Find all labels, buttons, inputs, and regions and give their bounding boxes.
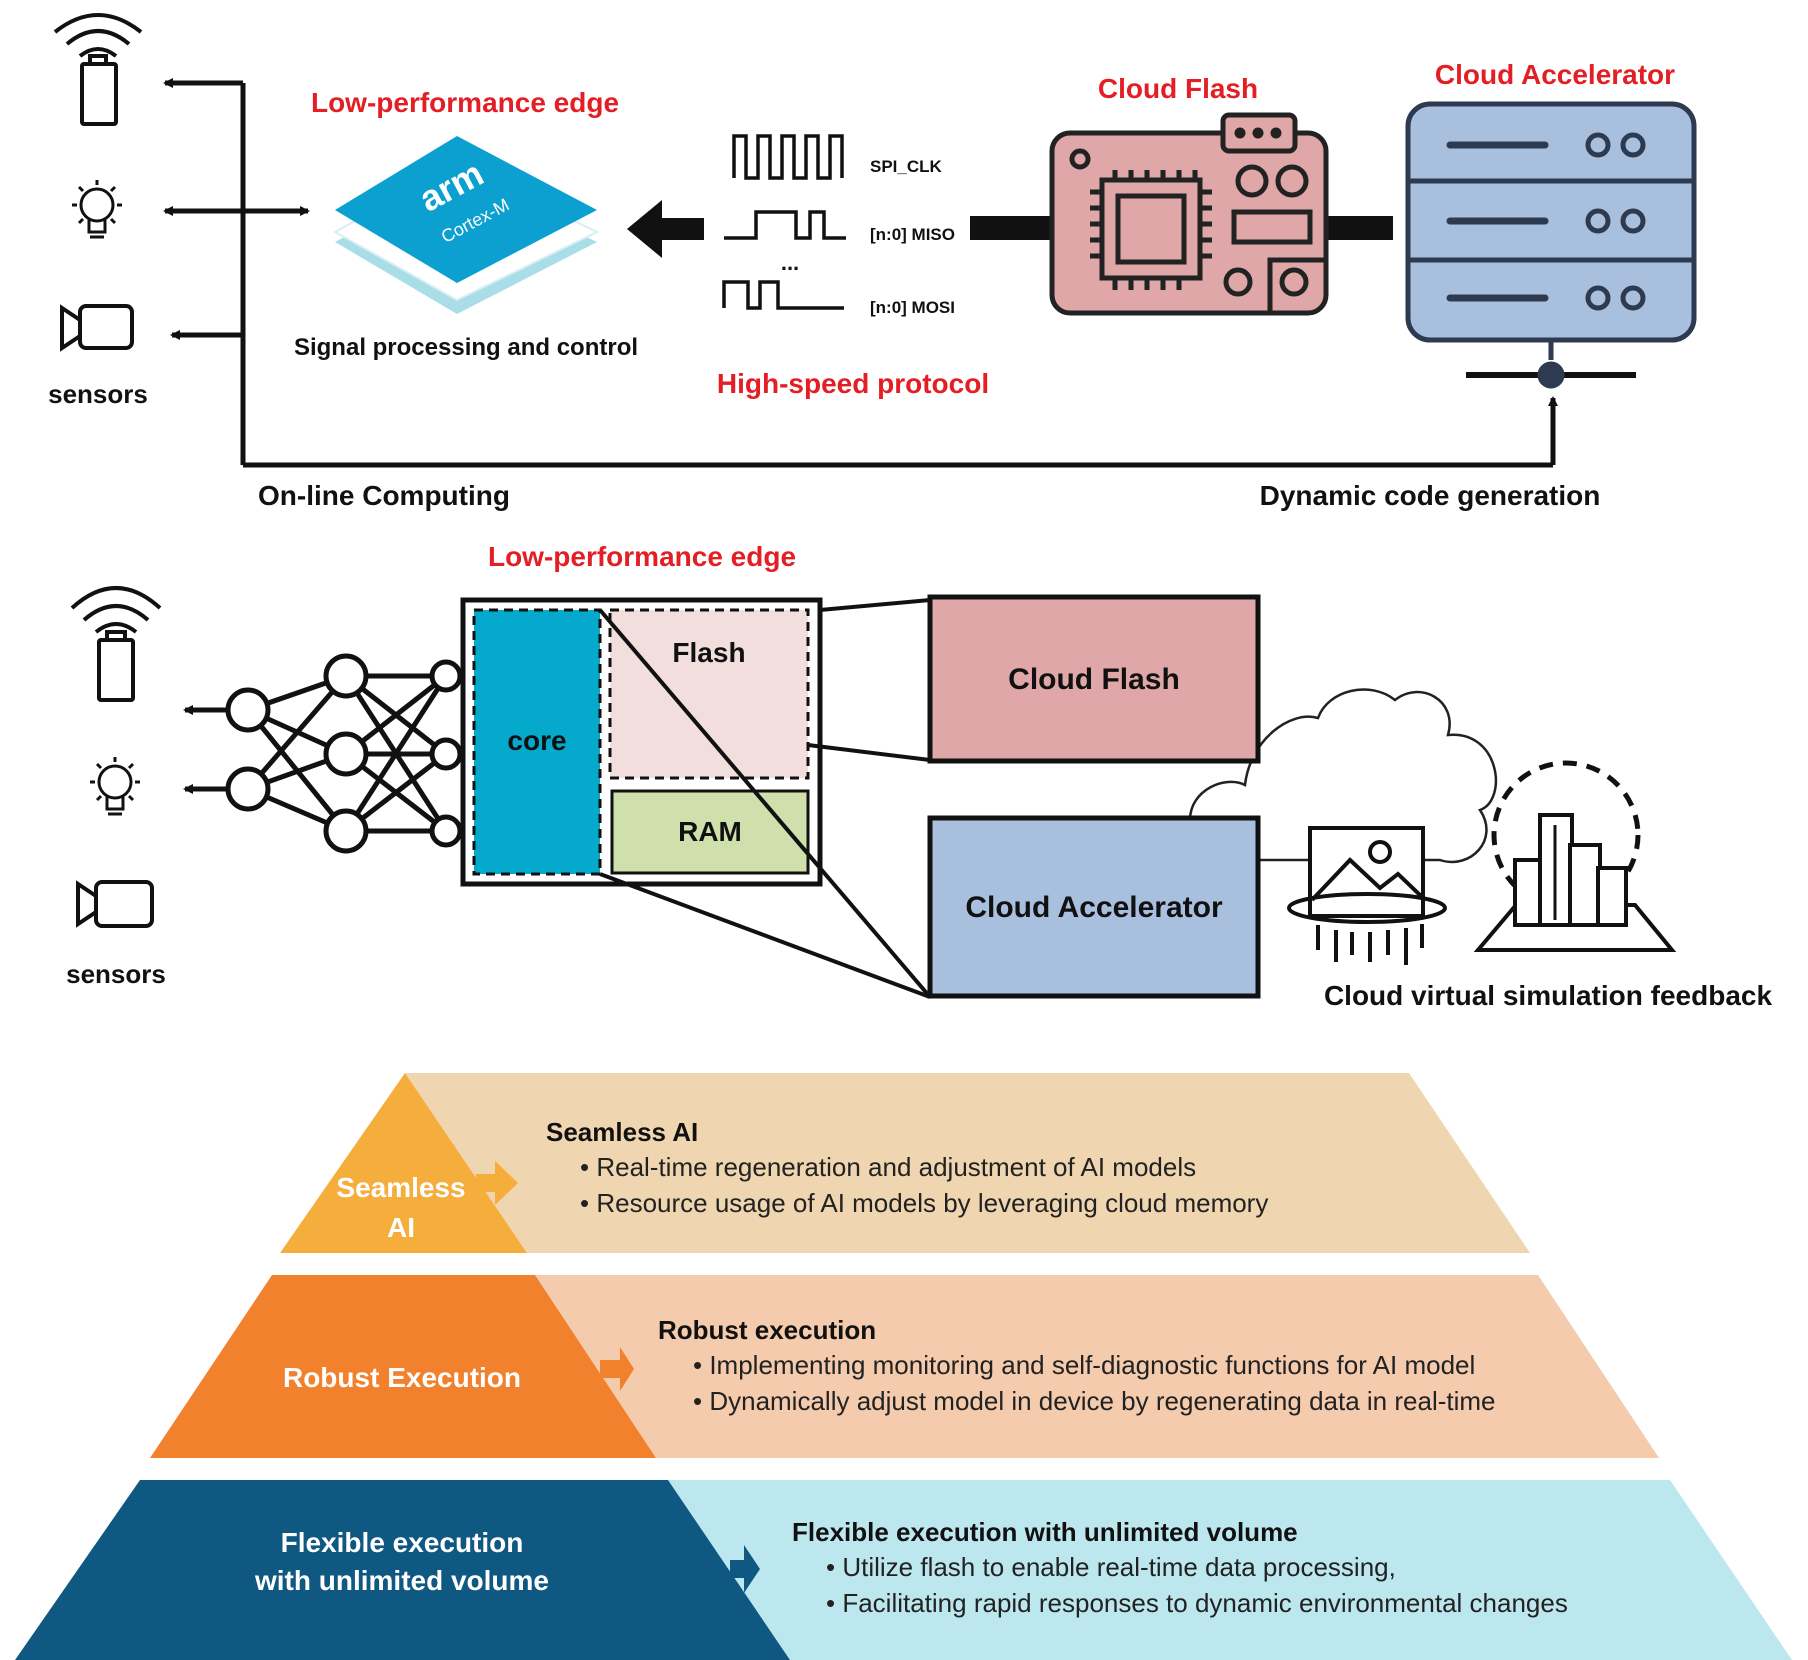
mid-sensors-label: sensors	[66, 959, 166, 989]
tier1-arrow-icon	[476, 1161, 518, 1205]
dynamic-code-label: Dynamic code generation	[1260, 480, 1601, 511]
flash-connector	[970, 216, 1052, 240]
core-label: core	[507, 725, 566, 756]
tier2-trapezoid	[150, 1275, 656, 1458]
virtual-city-icon	[1473, 760, 1677, 952]
simulation-feedback-label: Cloud virtual simulation feedback	[1324, 980, 1773, 1011]
protocol-label: High-speed protocol	[717, 368, 989, 399]
signal-spi-clk: SPI_CLK	[870, 157, 943, 176]
top-section: sensors Low-performance edge arm Cortex-…	[48, 13, 1697, 511]
tier2-label: Robust Execution	[283, 1362, 521, 1393]
signal-waveforms	[722, 134, 846, 310]
hologram-image-icon	[1287, 826, 1447, 965]
signal-mosi: [n:0] MOSI	[870, 298, 955, 317]
middle-section: sensors	[66, 541, 1772, 1011]
neural-network-icon	[183, 653, 463, 854]
tier2-arrow-icon	[600, 1347, 634, 1391]
mid-light-bulb-icon	[90, 757, 140, 816]
tier1-heading: Seamless AI	[546, 1117, 698, 1147]
camera-icon	[60, 304, 134, 352]
circuit-board-icon	[1049, 112, 1329, 316]
tier3-bullet-2: • Facilitating rapid responses to dynami…	[826, 1588, 1568, 1618]
cloud-flash-box-label: Cloud Flash	[1008, 663, 1180, 696]
tier2-heading: Robust execution	[658, 1315, 876, 1345]
light-bulb-icon	[72, 180, 122, 239]
top-cloud-accel-title: Cloud Accelerator	[1435, 59, 1675, 90]
tier3-trapezoid	[15, 1480, 790, 1660]
tier1-triangle	[280, 1073, 527, 1253]
left-big-arrow-icon	[627, 200, 704, 258]
pyramid-section: Seamless AI Seamless AI • Real-time rege…	[15, 1073, 1792, 1660]
tier3-label-line1: Flexible execution	[281, 1527, 524, 1558]
online-computing-label: On-line Computing	[258, 480, 510, 511]
top-cloud-flash-title: Cloud Flash	[1098, 73, 1258, 104]
tier2-band	[535, 1275, 1659, 1458]
tier3-label-line2: with unlimited volume	[254, 1565, 549, 1596]
mid-camera-icon	[76, 880, 154, 928]
tier1-label-line2: AI	[387, 1212, 415, 1243]
top-edge-title: Low-performance edge	[311, 87, 619, 118]
tier1-bullet-2: • Resource usage of AI models by leverag…	[580, 1188, 1268, 1218]
wireless-sensor-icon	[53, 13, 143, 126]
cortex-m-chip-icon: arm Cortex-M	[332, 136, 600, 314]
connection-lines	[598, 598, 932, 999]
top-sensors-label: sensors	[48, 379, 148, 409]
mid-edge-title: Low-performance edge	[488, 541, 796, 572]
tier3-bullet-1: • Utilize flash to enable real-time data…	[826, 1552, 1396, 1582]
tier3-band	[668, 1480, 1792, 1660]
chip-caption: Signal processing and control	[294, 334, 638, 361]
tier3-heading: Flexible execution with unlimited volume	[792, 1517, 1298, 1547]
tier1-bullet-1: • Real-time regeneration and adjustment …	[580, 1152, 1196, 1182]
mid-wireless-sensor-icon	[70, 586, 162, 702]
signal-ellipsis: ...	[781, 250, 799, 275]
core-block	[472, 608, 602, 876]
tier1-band	[405, 1073, 1530, 1253]
flash-block	[608, 608, 810, 780]
top-sensor-wiring	[163, 78, 1558, 468]
server-rack-icon	[1405, 101, 1697, 389]
tier1-label-line1: Seamless	[336, 1172, 465, 1203]
flash-label: Flash	[672, 637, 745, 668]
tier2-bullet-2: • Dynamically adjust model in device by …	[693, 1386, 1496, 1416]
cloud-flash-box	[927, 594, 1261, 764]
ram-label: RAM	[678, 816, 742, 847]
ram-block	[610, 789, 810, 875]
tier3-arrow-icon	[730, 1545, 760, 1593]
signal-miso: [n:0] MISO	[870, 225, 955, 244]
cloud-accel-box-label: Cloud Accelerator	[965, 891, 1223, 924]
cloud-accel-box	[927, 815, 1261, 999]
tier2-bullet-1: • Implementing monitoring and self-diagn…	[693, 1350, 1475, 1380]
accel-connector	[1325, 216, 1393, 240]
